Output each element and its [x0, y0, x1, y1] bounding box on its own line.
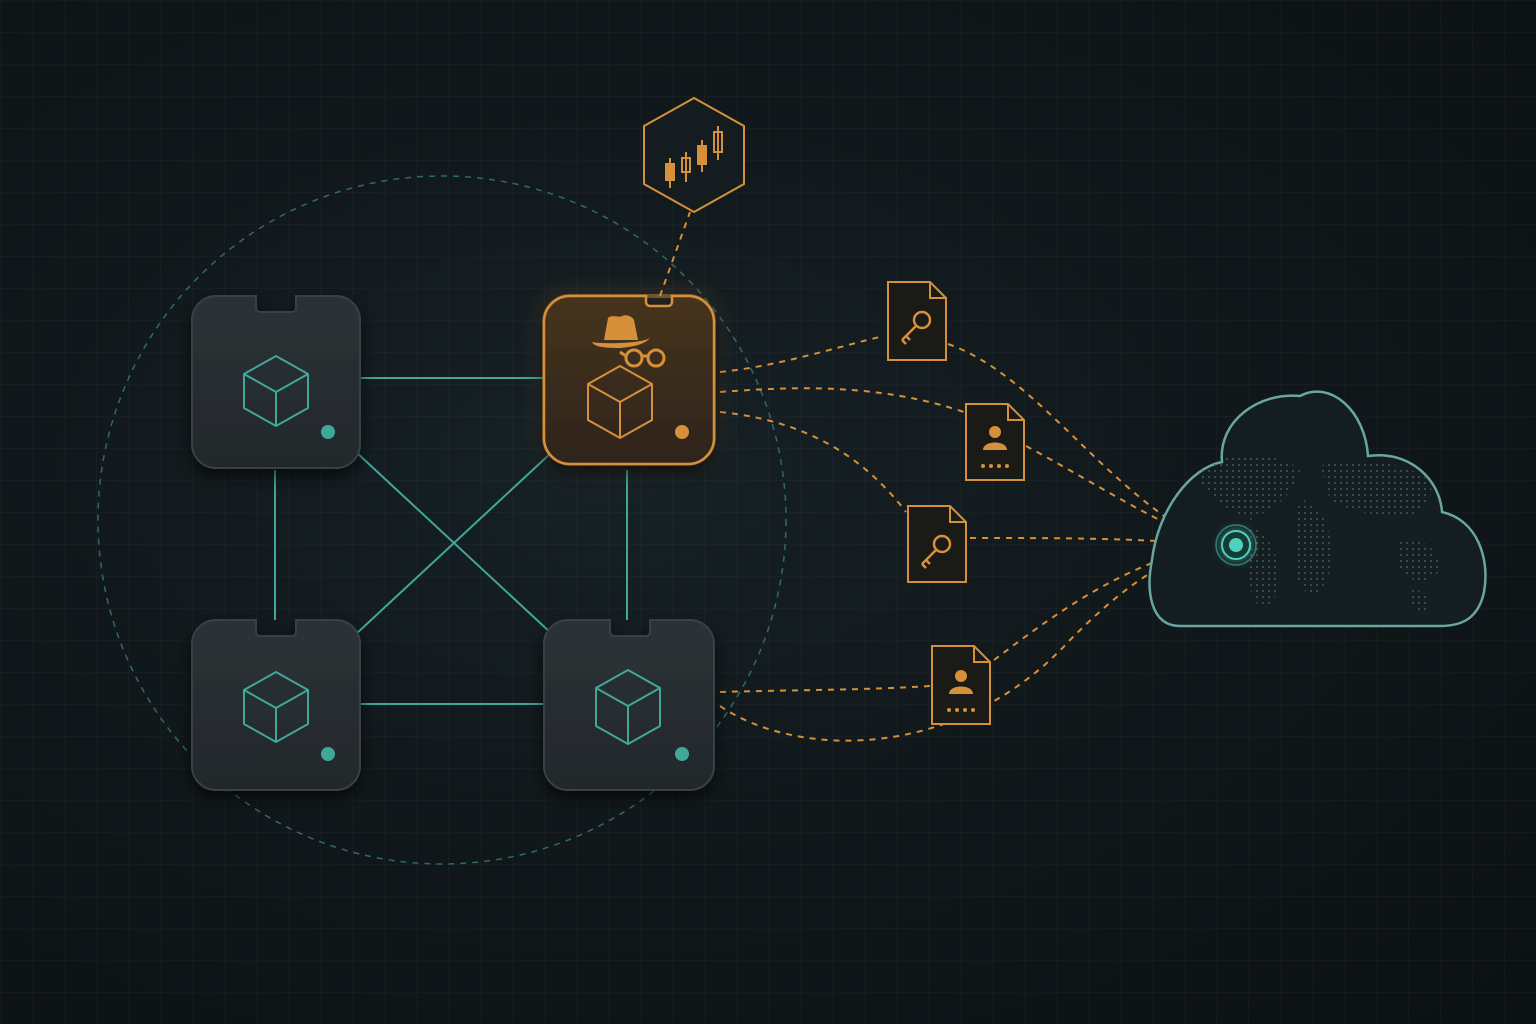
- path-doc-user-1-to-cloud: [1025, 445, 1216, 546]
- status-dot-compromised: [675, 425, 689, 439]
- target-endpoint-icon: [1215, 524, 1257, 566]
- doc-user-1[interactable]: [965, 403, 1025, 481]
- path-to-doc-user-2: [719, 685, 931, 693]
- node-top-left[interactable]: [191, 295, 361, 469]
- user-id-icon: [981, 426, 1009, 468]
- key-icon: [921, 534, 952, 569]
- link-diagonal-b: [355, 451, 553, 635]
- status-dot-healthy: [321, 425, 335, 439]
- doc-key-2[interactable]: [907, 505, 967, 583]
- cube-icon: [243, 355, 309, 427]
- candlestick-chart-icon: [665, 126, 723, 188]
- path-to-doc-user-1: [719, 387, 965, 413]
- key-icon: [901, 310, 932, 345]
- cube-icon: [595, 669, 661, 745]
- spy-cube-icon: [587, 315, 666, 439]
- world-map-icon: [1200, 454, 1440, 613]
- status-dot-healthy: [675, 747, 689, 761]
- status-dot-healthy: [321, 747, 335, 761]
- node-bottom-left[interactable]: [191, 619, 361, 791]
- doc-user-2[interactable]: [931, 645, 991, 725]
- path-to-doc-key-1: [719, 335, 885, 373]
- path-to-doc-key-2: [719, 411, 907, 513]
- user-id-icon: [947, 670, 975, 712]
- node-connections: [274, 377, 628, 705]
- cloud: [1148, 390, 1487, 628]
- cube-icon: [243, 671, 309, 743]
- market-hexagon: [643, 96, 745, 214]
- node-top-right[interactable]: [542, 294, 716, 466]
- cluster-boundary-circle: [97, 175, 787, 865]
- link-to-market-hexagon: [659, 211, 691, 297]
- doc-key-1[interactable]: [887, 281, 947, 361]
